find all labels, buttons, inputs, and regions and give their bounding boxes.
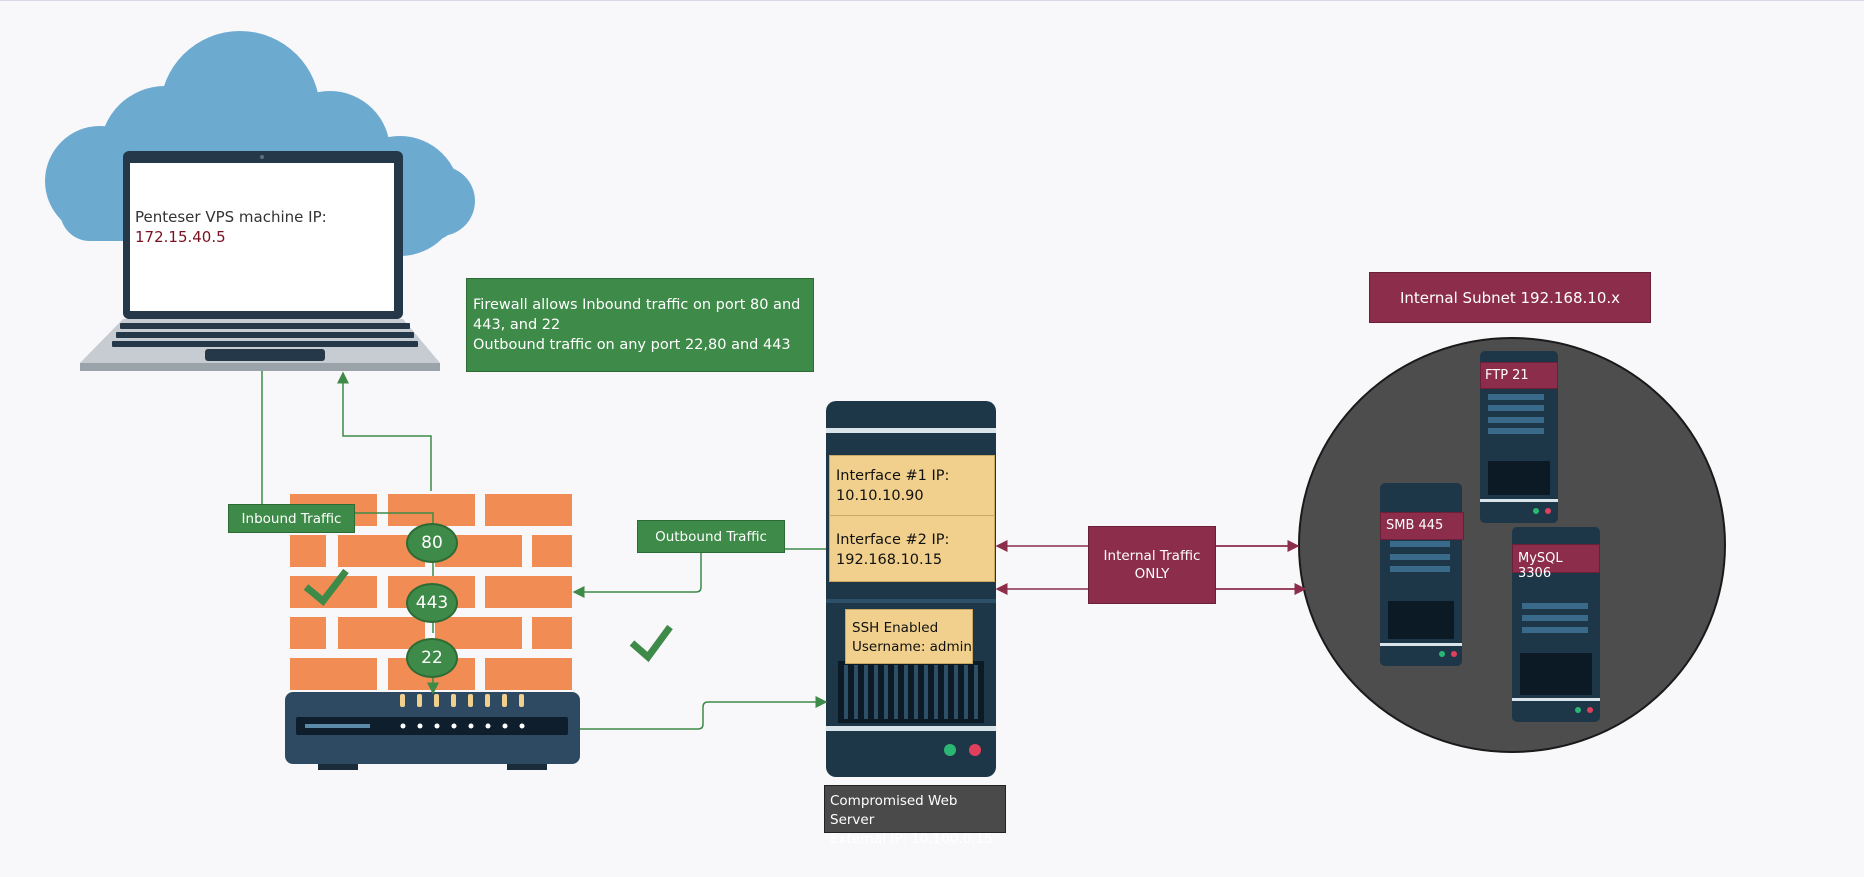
outbound-connector-from-server: [574, 548, 826, 592]
router-icon: [285, 692, 580, 770]
firewall-note-line1: Firewall allows Inbound traffic on port …: [473, 297, 801, 313]
interface-1-ip: 10.10.10.90: [836, 488, 924, 504]
checkmark-icon: [629, 624, 673, 663]
internal-traffic-label: Internal Traffic ONLY: [1088, 526, 1216, 604]
interface-1-label: Interface #1 IP:: [836, 468, 950, 484]
vps-ip: 172.15.40.5: [135, 228, 226, 246]
inbound-traffic-label: Inbound Traffic: [228, 504, 355, 533]
internal-traffic-line1: Internal Traffic: [1103, 548, 1201, 564]
port-22-badge: 22: [406, 638, 458, 678]
firewall-rule-note: Firewall allows Inbound traffic on port …: [466, 278, 814, 372]
port-443-badge: 443: [406, 583, 458, 623]
interface-2-label: Interface #2 IP:: [836, 532, 950, 548]
outbound-traffic-label: Outbound Traffic: [637, 520, 785, 553]
web-server-title: Compromised Web Server: [830, 793, 958, 828]
vps-label-text: Penteser VPS machine IP:: [135, 208, 327, 226]
firewall-note-line2: 443, and 22: [473, 317, 561, 333]
web-server-external-ip: External IP: 10.100.0.15: [830, 831, 993, 847]
internal-traffic-line2: ONLY: [1134, 566, 1170, 582]
firewall-note-line3: Outbound traffic on any port 22,80 and 4…: [473, 337, 791, 353]
interface-2-box: Interface #2 IP: 192.168.10.15: [829, 515, 995, 582]
ftp-server-icon: [1480, 351, 1558, 523]
port-80-badge: 80: [406, 523, 458, 563]
mysql-server-icon: [1512, 527, 1600, 722]
interface-2-ip: 192.168.10.15: [836, 552, 943, 568]
checkmark-icon: [303, 568, 349, 607]
vps-label: Penteser VPS machine IP: 172.15.40.5: [135, 207, 327, 247]
ftp-server-label: FTP 21: [1480, 362, 1558, 389]
laptop-icon: [80, 151, 440, 371]
web-server-caption: Compromised Web Server External IP: 10.1…: [824, 785, 1006, 847]
smb-server-icon: [1380, 483, 1462, 666]
internal-subnet-title: Internal Subnet 192.168.10.x: [1369, 272, 1651, 323]
smb-server-label: SMB 445: [1380, 512, 1464, 540]
mysql-server-label: MySQL 3306: [1512, 544, 1600, 581]
ssh-info-box: SSH Enabled Username: admin: [845, 609, 973, 664]
ssh-enabled-text: SSH Enabled: [852, 620, 939, 636]
router-to-server-connector: [580, 696, 828, 730]
inbound-connector: [261, 371, 439, 695]
outbound-connector-to-vps: [337, 371, 432, 491]
interface-1-box: Interface #1 IP: 10.10.10.90: [829, 455, 995, 516]
ssh-username-text: Username: admin: [852, 639, 972, 655]
